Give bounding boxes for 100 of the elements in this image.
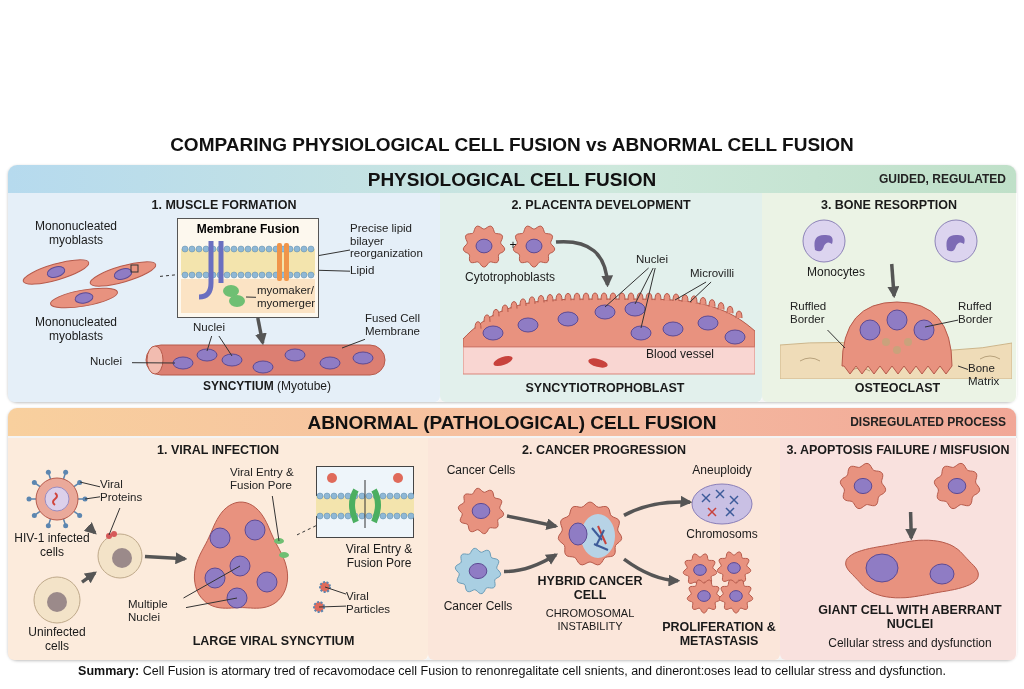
leader-line (318, 269, 351, 272)
section-panel (762, 193, 1017, 402)
arrow (504, 553, 559, 574)
hybrid-cancer-cell-drawing (556, 500, 624, 568)
caption-text: CHROMOSOMAL INSTABILITY (544, 607, 636, 633)
callout-label: Fused Cell Membrane (365, 312, 435, 340)
leader-line (634, 267, 654, 305)
callout-label: Ruffled Border (790, 300, 836, 330)
infected-cell-drawing (26, 468, 88, 530)
callout-label: Lipid (350, 264, 382, 279)
caption-text: Mononucleated myoblasts (33, 316, 119, 344)
arrow (887, 263, 900, 299)
section-band (8, 408, 1016, 660)
section-title: PHYSIOLOGICAL CELL FUSION (367, 169, 657, 191)
caption-text: OSTEOCLAST (853, 381, 942, 396)
section-heading: 1. MUSCLE FORMATION (151, 198, 297, 212)
section-heading: 1. VIRAL INFECTION (157, 443, 279, 457)
caption-text: Monocytes (806, 266, 866, 280)
callout-label: Precise lipid bilayer reorganization (350, 222, 440, 262)
section-heading: 3. APOPTOSIS FAILURE / MISFUSION (786, 443, 1010, 457)
leader-line (183, 565, 241, 599)
section-band (8, 165, 1016, 402)
caption-text: Cytotrophoblasts (463, 271, 556, 285)
section-panel (8, 438, 429, 660)
callout-label: Microvilli (690, 267, 748, 282)
section-heading: 2. CANCER PROGRESSION (522, 443, 686, 457)
leader-line (318, 605, 347, 608)
arrow (81, 571, 97, 584)
plus-sign: + (508, 238, 518, 252)
leader-line (341, 338, 366, 349)
caption-text: GIANT CELL WITH ABERRANT NUCLEI (817, 603, 1003, 632)
caption-text: Blood vessel (644, 348, 715, 362)
inset-title: Membrane Fusion (196, 222, 300, 236)
caption-text: Cancer Cells (445, 464, 517, 478)
leader-line (957, 365, 969, 370)
section-panel (780, 438, 1017, 660)
summary-text: Summary: Cell Fusion is atormary tred of recavomodace cell Fusion to renonregalitate cell snients, and dineront:oses lead to cellular stress and dysfunction. (77, 664, 947, 678)
callout-label: Multiple Nuclei (128, 598, 186, 628)
section-heading: 3. BONE RESORPTION (820, 198, 958, 212)
section-panel (8, 193, 441, 402)
leader-line (108, 507, 121, 536)
caption-text: SYNCYTIUM (Myotube) (202, 380, 332, 394)
aneuploid-cell-drawing (690, 482, 754, 526)
leader-line (271, 495, 280, 542)
section-title: ABNORMAL (PATHOLOGICAL) CELL FUSION (307, 412, 717, 434)
section-tag: DISREGULATED PROCESS (850, 415, 1006, 429)
caption-text: SYNCYTIOTROPHOBLAST (524, 381, 686, 396)
zoom-guide-line (159, 274, 178, 277)
leader-line (924, 319, 959, 328)
caption-text: Chromosoms (685, 528, 759, 542)
callout-label: Nuclei (90, 355, 132, 370)
caption-text: Cellular stress and dysfunction (827, 637, 993, 651)
fusion-pore-inset-drawing (316, 466, 414, 538)
leader-line (245, 296, 257, 298)
arrow (144, 552, 188, 565)
leader-line (674, 281, 707, 301)
caption-text: Cancer Cells (442, 600, 514, 614)
arrow (623, 495, 693, 517)
diagram-title: COMPARING PHYSIOLOGICAL CELL FUSION vs ABNORMAL CELL FUSION (169, 134, 855, 156)
leader-line (218, 335, 233, 357)
caption-text: Mononucleated myoblasts (33, 220, 119, 248)
target-cell-drawing (95, 530, 145, 580)
arrow (555, 240, 613, 288)
monocyte-cells-drawing (800, 218, 980, 264)
arrow (506, 514, 559, 531)
giant-cell-drawing (842, 538, 982, 600)
leader-line (318, 249, 351, 256)
caption-text: Aneuploidy (691, 464, 753, 478)
callout-label: Nuclei (636, 253, 678, 268)
callout-label: Viral Proteins (100, 478, 152, 508)
leader-line (827, 329, 846, 349)
leader-line (79, 481, 101, 488)
myotube-drawing (145, 343, 387, 377)
caption-text: HYBRID CANCER CELL (536, 574, 644, 603)
section-tag: GUIDED, REGULATED (878, 172, 1006, 186)
callout-label: Ruffed Border (958, 300, 1006, 330)
leader-line (604, 267, 650, 308)
callout-label: Viral Particles (346, 590, 410, 620)
arrow (255, 317, 267, 346)
caption-text: Viral Entry & Fusion Pore (344, 543, 414, 571)
leader-line (640, 267, 656, 329)
arrow (83, 522, 97, 535)
callout-label: Bone Matrix (968, 362, 1010, 392)
uninfected-cell-drawing (32, 575, 82, 625)
leader-line (84, 496, 101, 500)
caption-text: LARGE VIRAL SYNCYTIUM (191, 634, 356, 649)
caption-text: HIV-1 infected cells (13, 532, 91, 560)
leader-line (185, 597, 238, 609)
zoom-guide-line (296, 525, 317, 536)
section-panel (440, 193, 763, 402)
leader-line (689, 281, 712, 303)
callout-label: Nuclei (193, 321, 235, 336)
section-panel (428, 438, 781, 660)
leader-line (206, 335, 213, 352)
leader-line (324, 586, 347, 595)
cytotrophoblast-cells-drawing (462, 222, 556, 270)
cancer-cell-drawing (455, 485, 507, 537)
inset-box (177, 218, 319, 318)
caption-text: PROLIFERATION & METASTASIS (662, 620, 776, 649)
arrow (905, 511, 917, 541)
